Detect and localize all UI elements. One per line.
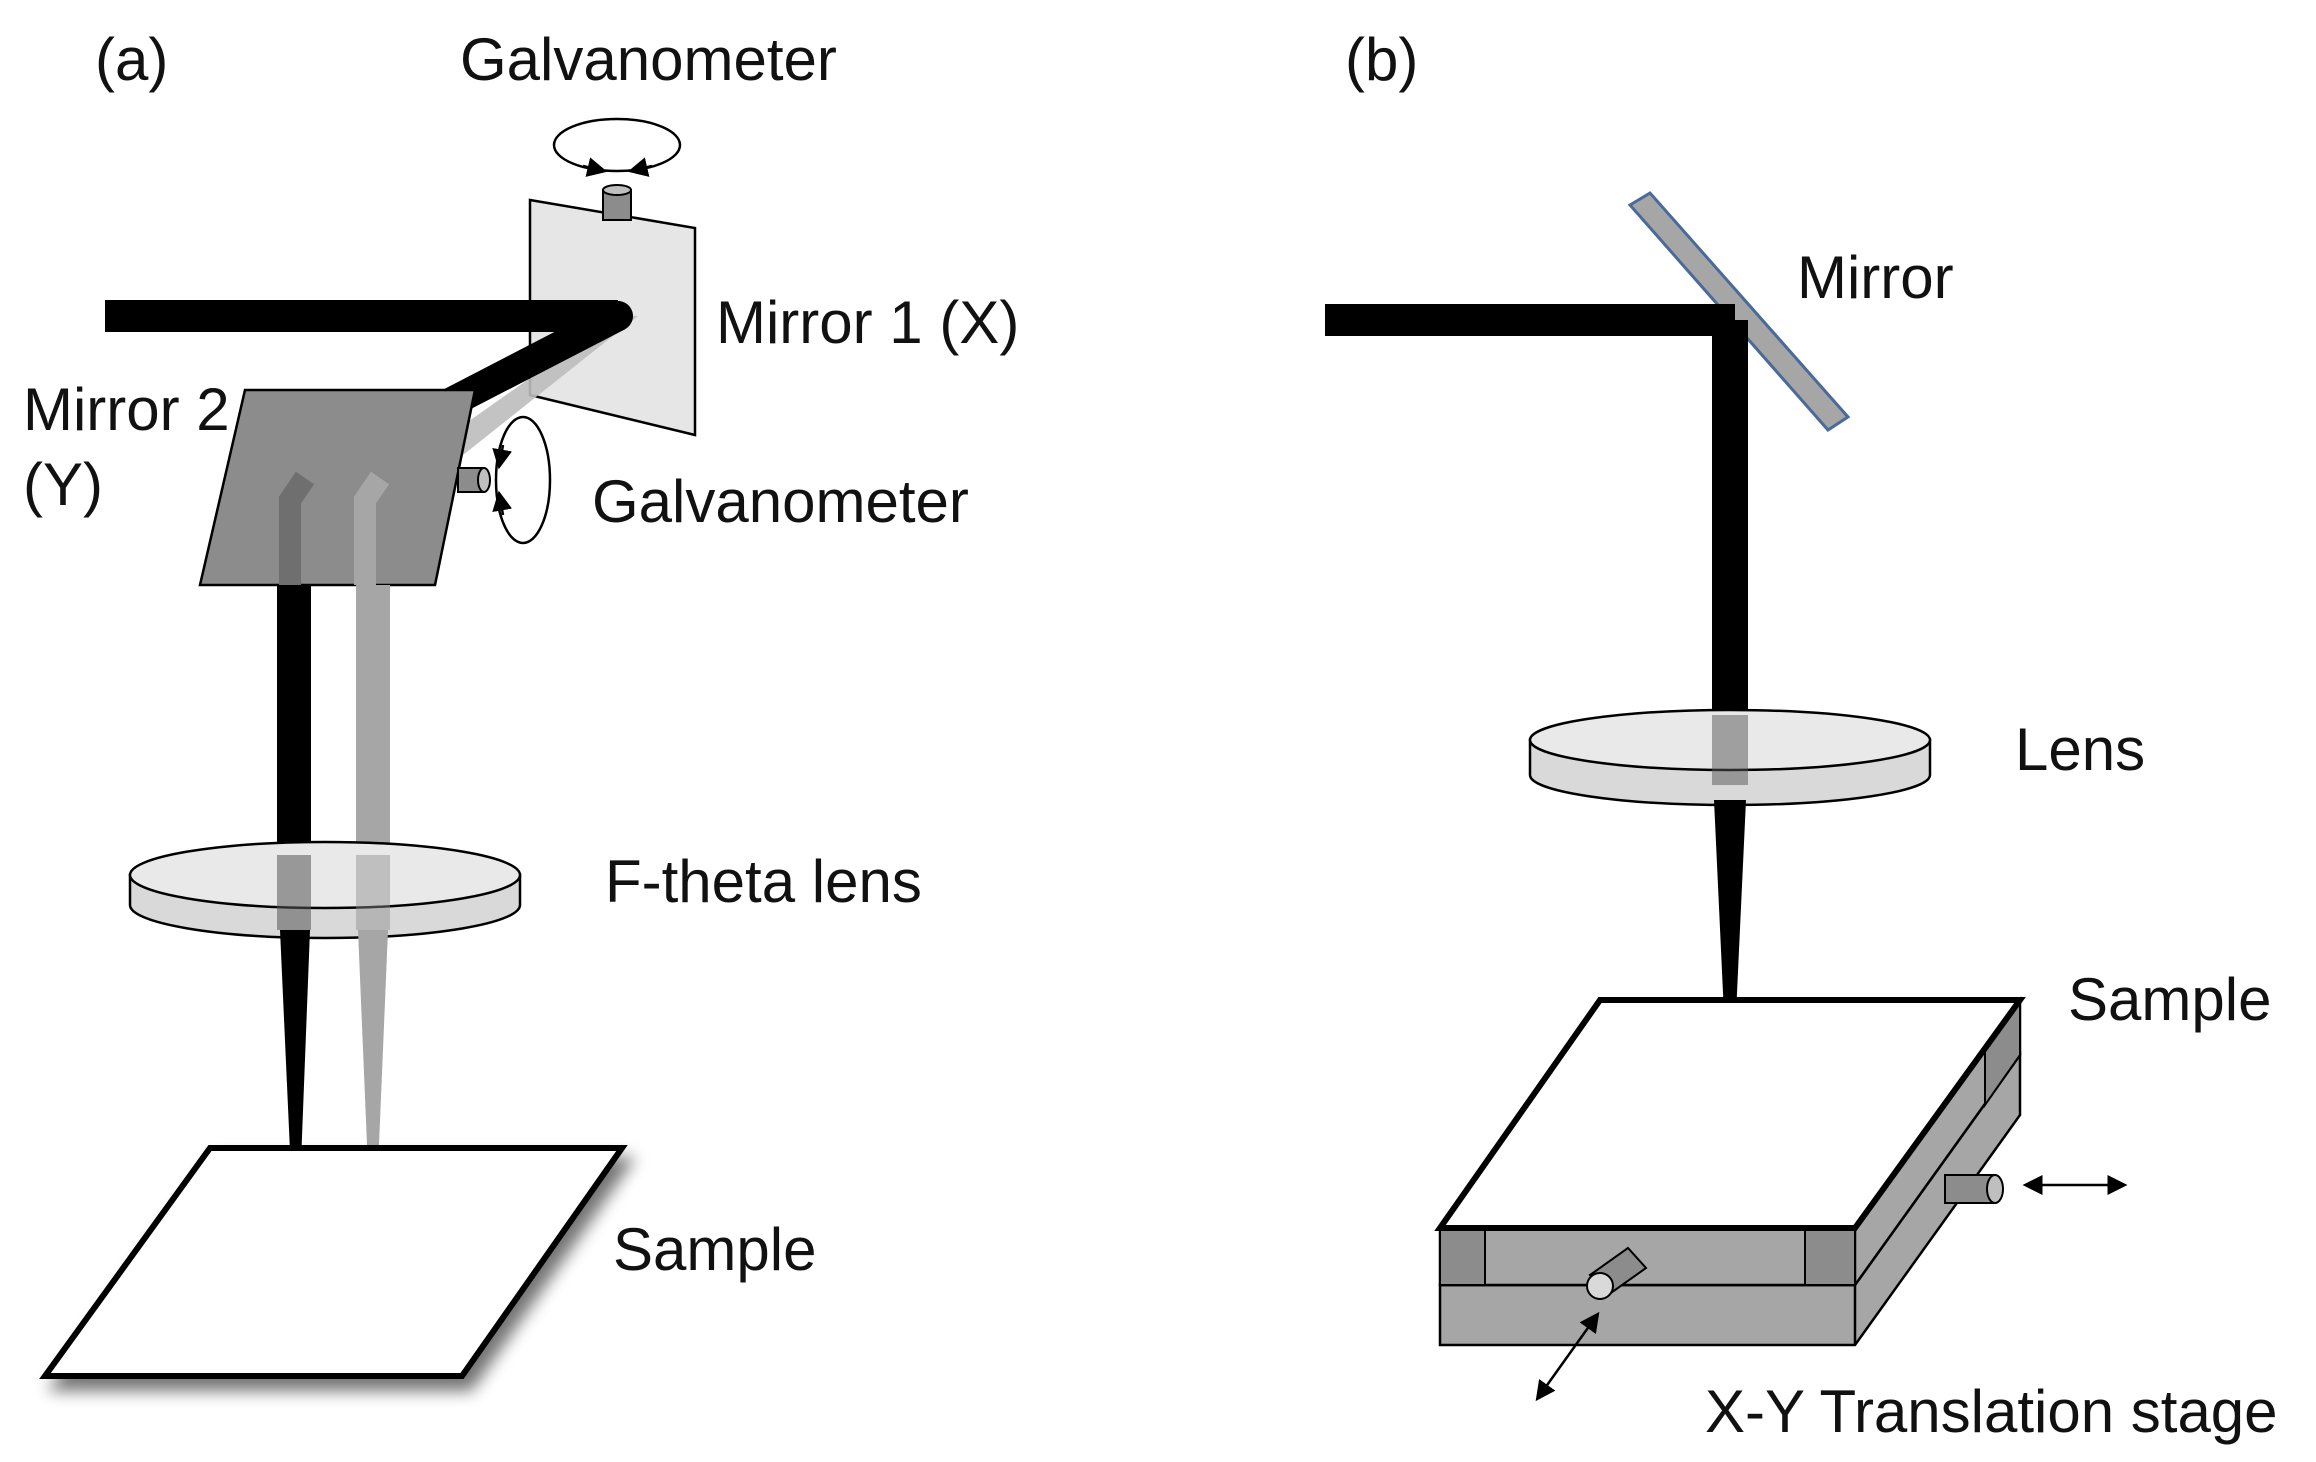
mirror-b-label: Mirror (1797, 244, 1954, 311)
mirror-b (1627, 191, 1851, 432)
sample-a-label: Sample (613, 1216, 816, 1283)
galvanometer-top-shaft (602, 184, 632, 221)
sample-b-label: Sample (2068, 966, 2271, 1033)
galvanometer-top-rotation-icon (552, 117, 682, 177)
panel-b: (b) Mirror Lens (1325, 26, 2278, 1445)
panel-b-tag: (b) (1345, 26, 1418, 93)
galvanometer-top-label: Galvanometer (460, 26, 837, 93)
f-theta-lens (128, 840, 522, 940)
lens-b-label: Lens (2015, 716, 2145, 783)
mirror-2-label-line2: (Y) (23, 451, 103, 518)
focused-beam-b (1714, 800, 1746, 1100)
beam-dark-down (277, 585, 311, 860)
stage-y-knob (1586, 1246, 1648, 1300)
mirror-2-label-line1: Mirror 2 (23, 376, 230, 443)
galvanometer-side-rotation-icon (492, 415, 552, 545)
galvanometer-side-shaft (457, 467, 491, 493)
panel-a: (a) Galvanometer Mirror 1 (X) (23, 26, 1019, 1379)
f-theta-lens-label: F-theta lens (605, 848, 922, 915)
lens-b (1528, 708, 1932, 807)
beam-b-down (1712, 320, 1748, 725)
stage-label: X-Y Translation stage (1705, 1378, 2278, 1445)
stage-x-knob (1944, 1174, 2004, 1204)
sample-a (39, 1145, 628, 1379)
panel-a-tag: (a) (95, 26, 168, 93)
sample-b (1434, 997, 2026, 1231)
beam-gray-down (356, 585, 390, 860)
galvanometer-side-label: Galvanometer (592, 468, 969, 535)
focused-beam-gray (358, 930, 388, 1240)
xy-translation-stage (1438, 996, 2022, 1347)
mirror-1-label: Mirror 1 (X) (716, 289, 1019, 356)
y-motion-arrow-icon (1535, 1311, 1600, 1402)
mirror-2-y (198, 388, 477, 587)
focused-beam-dark (280, 930, 310, 1240)
